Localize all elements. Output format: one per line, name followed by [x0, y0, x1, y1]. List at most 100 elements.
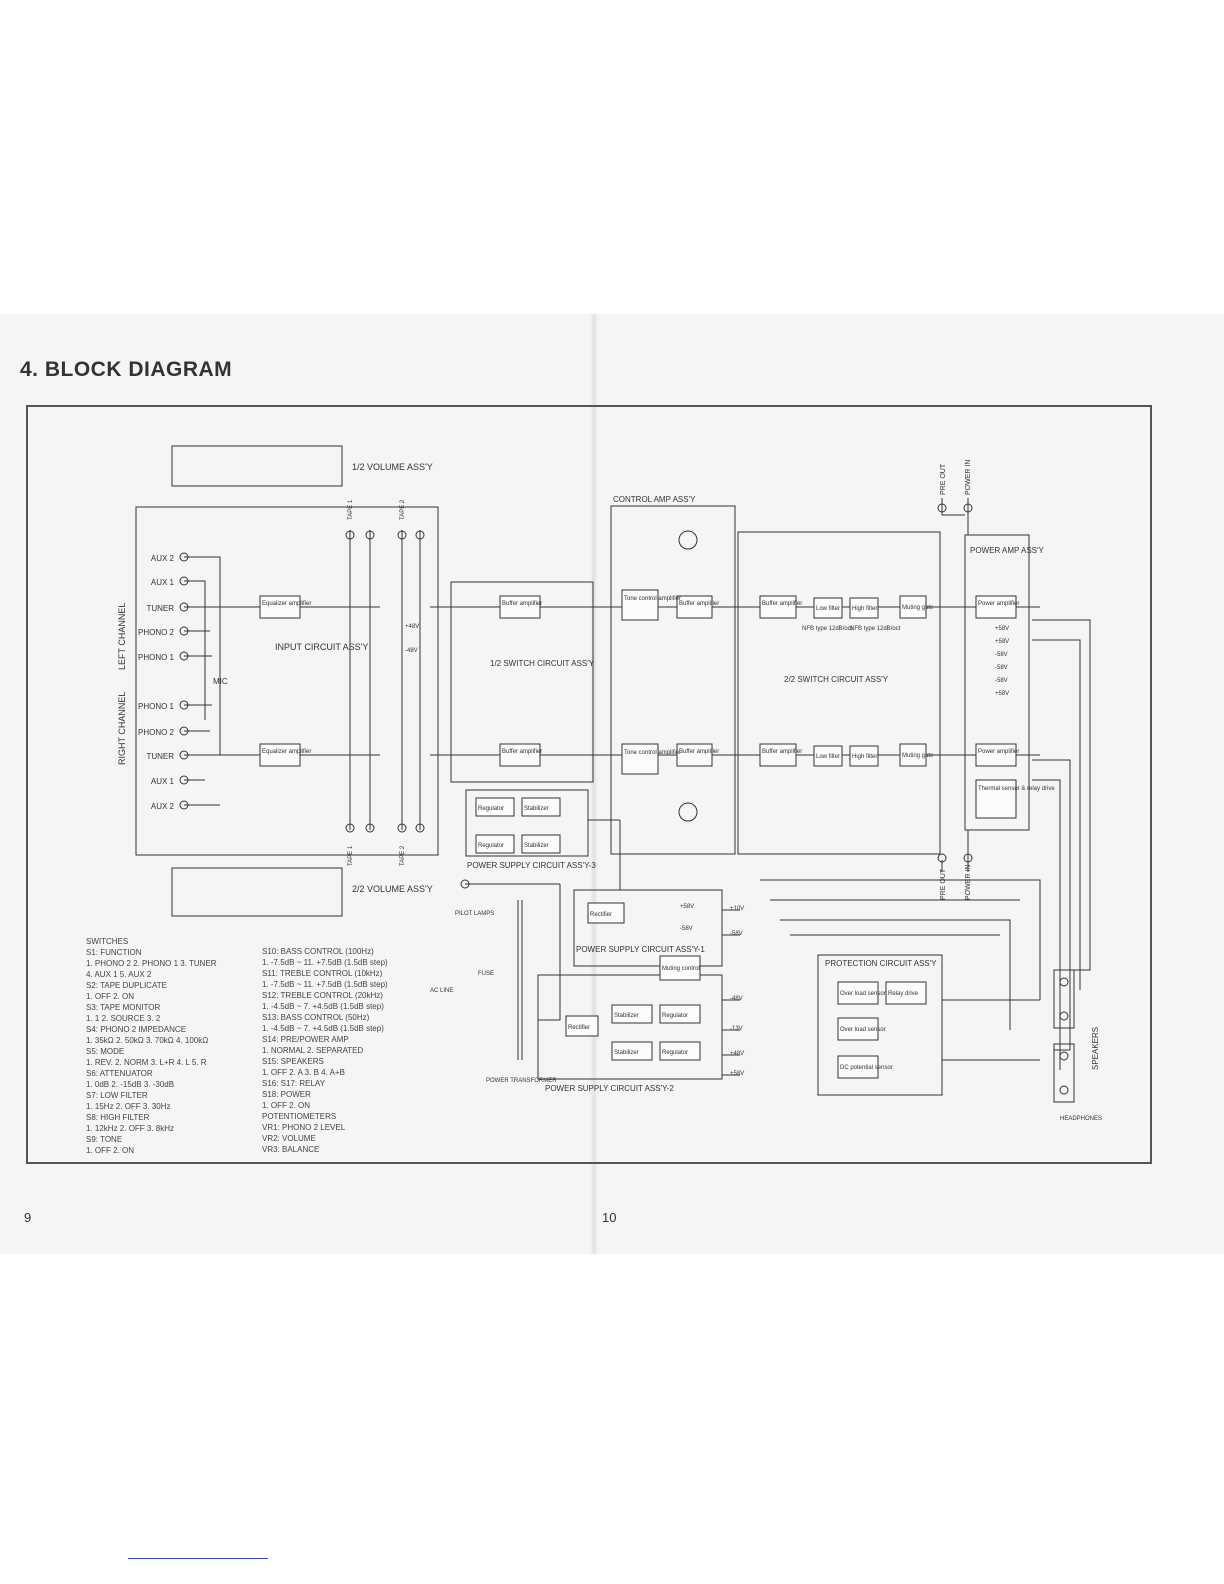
rail-3: -58V	[995, 652, 1008, 658]
high-filter-bottom	[849, 745, 879, 767]
tape2-bottom-label: TAPE 2	[400, 845, 406, 866]
input-aux1-top: AUX 1	[151, 578, 175, 587]
ps1-label: POWER SUPPLY CIRCUIT ASS'Y-1	[576, 945, 705, 954]
regulator-block-2	[475, 834, 515, 854]
switch-legend-row: 1. -4.5dB ~ 7. +4.5dB (1.5dB step)	[262, 1024, 384, 1033]
buffer-text-top-1: Buffer amplifier	[502, 601, 542, 607]
ps2-label: POWER SUPPLY CIRCUIT ASS'Y-2	[545, 1084, 674, 1093]
control-amp-box	[610, 505, 736, 855]
buffer-text-bottom-3: Buffer amplifier	[762, 749, 802, 755]
stabilizer-text-3: Stabilizer	[614, 1013, 639, 1019]
low-filter-top	[813, 597, 843, 619]
buffer-text-bottom-2: Buffer amplifier	[679, 749, 719, 755]
switch-legend-row: S13: BASS CONTROL (50Hz)	[262, 1013, 370, 1022]
right-channel-label: RIGHT CHANNEL	[117, 692, 127, 765]
switch-legend-row: 1. REV. 2. NORM 3. L+R 4. L 5. R	[86, 1058, 207, 1067]
switch-legend-row: 1. 12kHz 2. OFF 3. 8kHz	[86, 1124, 175, 1133]
rail-1: +58V	[995, 626, 1009, 632]
muting-gate-text-bottom: Muting gate	[902, 753, 934, 759]
buffer-text-top-2: Buffer amplifier	[679, 601, 719, 607]
switch-legend-row: S8: HIGH FILTER	[86, 1113, 150, 1122]
v-p58: +58V	[730, 1071, 744, 1077]
buffer-block-bottom-1	[499, 743, 541, 767]
ps2-box	[537, 974, 723, 1080]
relay-drive-block	[885, 981, 927, 1005]
switch-legend-row: 1. OFF 2. ON	[86, 992, 135, 1001]
switch-legend-row: S15: SPEAKERS	[262, 1057, 324, 1066]
over-load-text-2: Over load sensor	[840, 1027, 886, 1033]
ps3-box	[465, 789, 589, 857]
tape1-top-label: TAPE 1	[348, 499, 354, 520]
switches-left-list: S1: FUNCTION 1. PHONO 2 2. PHONO 1 3. TUN…	[86, 947, 217, 1156]
input-tuner-top: TUNER	[146, 604, 174, 613]
power-amp-block-top	[975, 595, 1017, 619]
switch-legend-row: VR3: BALANCE	[262, 1145, 320, 1154]
switch-legend-row: 1. -7.5dB ~ 11. +7.5dB (1.5dB step)	[262, 958, 388, 967]
over-load-text-1: Over load sensor	[840, 991, 886, 997]
switch-legend-row: S10: BASS CONTROL (100Hz)	[262, 947, 374, 956]
switch-legend-row: 1. NORMAL 2. SEPARATED	[262, 1046, 364, 1055]
high-filter-text-top: High filter	[852, 606, 877, 612]
left-channel-label: LEFT CHANNEL	[117, 603, 127, 670]
pilot-lamps-label: PILOT LAMPS	[455, 911, 494, 917]
muting-gate-top	[899, 595, 927, 619]
ac-line-label: AC LINE	[430, 988, 453, 994]
switch-legend-row: S6: ATTENUATOR	[86, 1069, 153, 1078]
volume-bottom-label: 2/2 VOLUME ASS'Y	[352, 884, 433, 894]
page-title: 4. BLOCK DIAGRAM	[20, 358, 233, 381]
switch-legend-row: VR2: VOLUME	[262, 1134, 316, 1143]
control-amp-label: CONTROL AMP ASS'Y	[613, 495, 696, 504]
switch-legend-row: S14: PRE/POWER AMP	[262, 1035, 349, 1044]
power-amp-text-bottom: Power amplifier	[978, 749, 1019, 755]
buffer-block-top-1	[499, 595, 541, 619]
rail-2: +58V	[995, 639, 1009, 645]
low-filter-text-bottom: Low filter	[816, 754, 840, 760]
tone-block-bottom	[621, 743, 659, 775]
switch-legend-row: S9: TONE	[86, 1135, 123, 1144]
low-filter-bottom	[813, 745, 843, 767]
thermal-text: Thermal sensor & relay drive	[978, 786, 1055, 792]
switch-legend-row: 1. -4.5dB ~ 7. +4.5dB (1.5dB step)	[262, 1002, 384, 1011]
equalizer-text-top: Equalizer amplifier	[262, 601, 311, 607]
switch1-label: 1/2 SWITCH CIRCUIT ASS'Y	[490, 659, 595, 668]
low-filter-text-top: Low filter	[816, 606, 840, 612]
stabilizer-text-4: Stabilizer	[614, 1050, 639, 1056]
switches-right-list: S10: BASS CONTROL (100Hz) 1. -7.5dB ~ 11.…	[262, 946, 388, 1155]
over-load-block-1	[837, 981, 879, 1005]
switch2-box	[737, 531, 941, 855]
input-phono2-top: PHONO 2	[138, 628, 175, 637]
input-circuit-label: INPUT CIRCUIT ASS'Y	[275, 642, 368, 652]
footer-link-line	[128, 1558, 268, 1559]
rectifier-block-1	[587, 902, 625, 924]
dc-potential-text: DC potential sensor	[840, 1065, 893, 1071]
input-aux1-bottom: AUX 1	[151, 777, 175, 786]
dc-potential-block	[837, 1055, 879, 1079]
power-in-top: POWER IN	[965, 460, 972, 495]
speaker-b-terminal	[1053, 1043, 1075, 1103]
high-filter-text-bottom: High filter	[852, 754, 877, 760]
switch-legend-row: S3: TAPE MONITOR	[86, 1003, 161, 1012]
switch-legend-row: POTENTIOMETERS	[262, 1112, 337, 1121]
switch-legend-row: 1. OFF 2. ON	[86, 1146, 135, 1155]
stabilizer-block-2	[521, 834, 561, 854]
equalizer-block-top	[259, 595, 301, 619]
switch-legend-row: 1. OFF 2. ON	[262, 1101, 311, 1110]
regulator-block-4	[659, 1041, 701, 1061]
buffer-text-bottom-1: Buffer amplifier	[502, 749, 542, 755]
power-in-bottom: POWER IN	[965, 865, 972, 900]
input-phono2-bottom: PHONO 2	[138, 728, 175, 737]
switch-legend-row: S16: S17: RELAY	[262, 1079, 325, 1088]
volume-top-box	[171, 445, 343, 487]
tone-block-top	[621, 589, 659, 621]
v-m48-input: -48V	[405, 648, 418, 654]
pre-out-top: PRE OUT	[940, 463, 947, 495]
buffer-text-top-3: Buffer amplifier	[762, 601, 802, 607]
switch-legend-row: S1: FUNCTION	[86, 948, 142, 957]
buffer-block-bottom-2	[676, 743, 713, 767]
switch-legend-row: 4. AUX 1 5. AUX 2	[86, 970, 152, 979]
switch-legend-row: 1. -7.5dB ~ 11. +7.5dB (1.5dB step)	[262, 980, 388, 989]
rectifier-text-2: Rectifier	[568, 1025, 590, 1031]
switch-legend-row: 1. PHONO 2 2. PHONO 1 3. TUNER	[86, 959, 217, 968]
